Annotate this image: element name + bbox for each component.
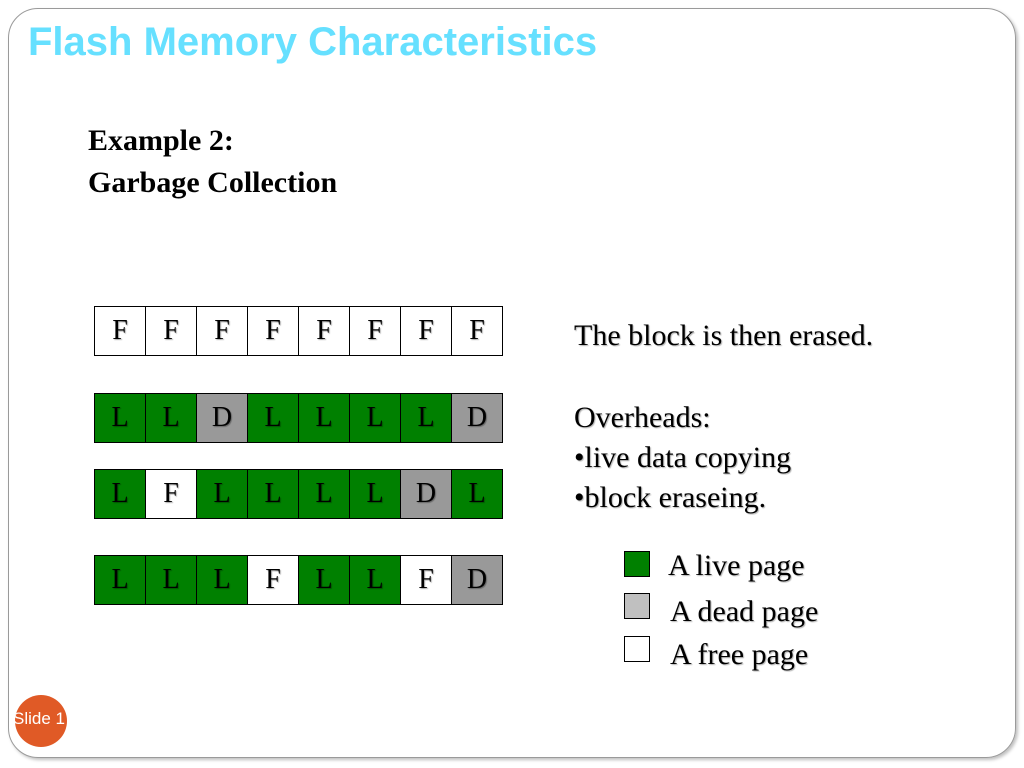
page-cell: L bbox=[95, 469, 146, 519]
page-cell: L bbox=[95, 393, 146, 443]
subtitle-line-2: Garbage Collection bbox=[88, 166, 338, 199]
page-cell: F bbox=[197, 306, 248, 356]
overhead-item-copying: •live data copying bbox=[574, 441, 792, 474]
slide-subtitle: Example 2: Garbage Collection bbox=[88, 120, 337, 204]
page-cell: F bbox=[146, 469, 197, 519]
legend-swatch-free bbox=[624, 636, 650, 662]
page-cell: L bbox=[146, 393, 197, 443]
page-cell: L bbox=[197, 555, 248, 605]
legend-label-live: A live page bbox=[668, 549, 805, 582]
overhead-item-erasing: •block eraseing. bbox=[574, 481, 767, 514]
page-cell: L bbox=[350, 469, 401, 519]
slide-number-text: Slide 1 bbox=[15, 709, 65, 728]
page-cell: F bbox=[146, 306, 197, 356]
page-cell: D bbox=[452, 393, 503, 443]
page-cell: L bbox=[350, 393, 401, 443]
explanation-text: The block is then erased. Overheads: •li… bbox=[574, 316, 873, 518]
legend-label-free: A free page bbox=[670, 638, 809, 671]
overheads-heading: Overheads: bbox=[574, 401, 711, 434]
slide-number-badge: Slide 1 bbox=[15, 695, 67, 747]
page-cell: L bbox=[197, 469, 248, 519]
page-cell: D bbox=[197, 393, 248, 443]
page-cell: F bbox=[350, 306, 401, 356]
page-cell: L bbox=[299, 555, 350, 605]
page-cell: D bbox=[401, 469, 452, 519]
page-cell: L bbox=[248, 393, 299, 443]
legend-swatch-dead bbox=[624, 593, 650, 619]
slide-frame bbox=[8, 8, 1016, 758]
page-cell: F bbox=[95, 306, 146, 356]
page-cell: L bbox=[452, 469, 503, 519]
page-cell: L bbox=[248, 469, 299, 519]
page-cell: L bbox=[350, 555, 401, 605]
page-cell: L bbox=[401, 393, 452, 443]
subtitle-line-1: Example 2: bbox=[88, 124, 234, 157]
erase-note: The block is then erased. bbox=[574, 319, 874, 352]
page-cell: F bbox=[401, 306, 452, 356]
legend-label-dead: A dead page bbox=[670, 595, 819, 628]
page-cell: L bbox=[299, 393, 350, 443]
page-cell: F bbox=[248, 306, 299, 356]
slide-title: Flash Memory Characteristics bbox=[28, 20, 598, 64]
page-cell: D bbox=[452, 555, 503, 605]
page-cell: L bbox=[95, 555, 146, 605]
page-cell: L bbox=[146, 555, 197, 605]
page-cell: L bbox=[299, 469, 350, 519]
page-cell: F bbox=[299, 306, 350, 356]
page-cell: F bbox=[452, 306, 503, 356]
page-cell: F bbox=[248, 555, 299, 605]
page-cell: F bbox=[401, 555, 452, 605]
legend-swatch-live bbox=[624, 551, 650, 577]
